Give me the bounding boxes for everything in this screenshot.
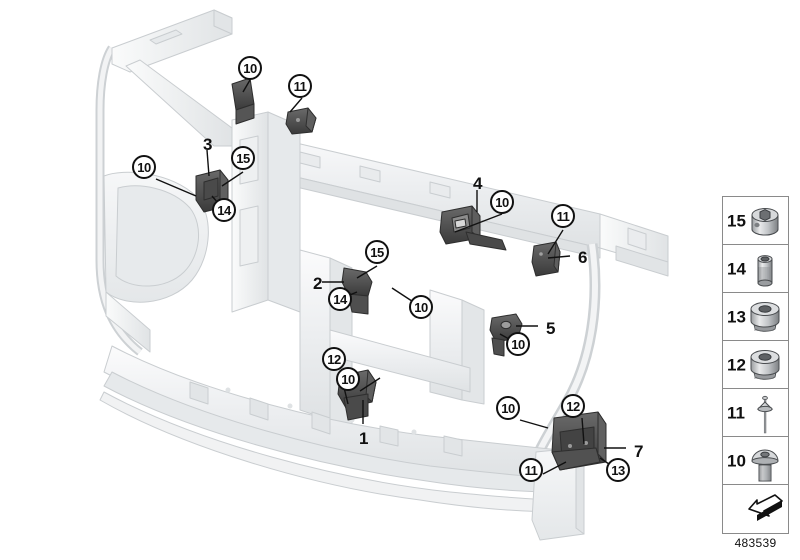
leader-line xyxy=(547,255,571,259)
callout-12[interactable]: 12 xyxy=(322,347,346,371)
legend-icon-cell xyxy=(744,245,786,292)
legend-number: 11 xyxy=(727,403,745,422)
leader-line xyxy=(542,461,567,475)
legend-row-14: 14 xyxy=(723,245,788,293)
legend-icon-cell xyxy=(744,485,786,533)
callout-5[interactable]: 5 xyxy=(546,319,556,338)
leader-line xyxy=(581,417,585,445)
callout-6[interactable]: 6 xyxy=(578,248,588,267)
legend-number: 14 xyxy=(727,259,746,278)
leader-line xyxy=(221,171,244,187)
leader-line xyxy=(454,213,503,233)
callout-13[interactable]: 13 xyxy=(606,458,630,482)
callout-10[interactable]: 10 xyxy=(409,295,433,319)
callout-2[interactable]: 2 xyxy=(313,274,323,293)
callout-4[interactable]: 4 xyxy=(473,174,483,193)
diagram-part-number: 483539 xyxy=(734,536,777,550)
legend-number: 12 xyxy=(727,355,746,374)
leader-line xyxy=(519,419,549,429)
leader-line xyxy=(547,229,564,255)
leader-line xyxy=(356,265,378,279)
knurled-insert-nut-icon xyxy=(757,254,773,286)
callout-15[interactable]: 15 xyxy=(231,146,255,170)
legend-row-10: 10 xyxy=(723,437,788,485)
callout-10[interactable]: 10 xyxy=(490,190,514,214)
leader-line xyxy=(206,149,210,177)
legend-row-15: 15 xyxy=(723,197,788,245)
callout-11[interactable]: 11 xyxy=(288,74,312,98)
leader-line xyxy=(242,79,251,93)
legend-number: 15 xyxy=(727,211,746,230)
callout-7[interactable]: 7 xyxy=(634,442,644,461)
legend-number: 13 xyxy=(727,307,746,326)
callout-10[interactable]: 10 xyxy=(336,367,360,391)
callout-3[interactable]: 3 xyxy=(203,135,213,154)
legend-row-13: 13 xyxy=(723,293,788,341)
callout-10[interactable]: 10 xyxy=(132,155,156,179)
legend-icon-cell xyxy=(744,389,786,436)
knurled-socket-nut-large-icon xyxy=(750,301,780,332)
fastener-legend: 15 14 13 12 11 10 xyxy=(722,196,789,534)
legend-icon-cell xyxy=(744,437,786,484)
callout-14[interactable]: 14 xyxy=(212,198,236,222)
callout-10[interactable]: 10 xyxy=(238,56,262,80)
legend-icon-cell xyxy=(744,341,786,388)
callout-10[interactable]: 10 xyxy=(496,396,520,420)
legend-row-arrow xyxy=(723,485,788,533)
legend-icon-cell xyxy=(744,197,786,244)
legend-icon-cell xyxy=(744,293,786,340)
callout-15[interactable]: 15 xyxy=(365,240,389,264)
legend-row-11: 11 xyxy=(723,389,788,437)
callout-11[interactable]: 11 xyxy=(551,204,575,228)
legend-number: 10 xyxy=(727,451,746,470)
legend-row-12: 12 xyxy=(723,341,788,389)
callout-10[interactable]: 10 xyxy=(506,332,530,356)
hex-socket-cap-icon xyxy=(751,207,779,235)
callout-12[interactable]: 12 xyxy=(561,394,585,418)
blind-rivet-icon xyxy=(756,395,774,433)
callout-1[interactable]: 1 xyxy=(359,429,369,448)
callout-11[interactable]: 11 xyxy=(519,458,543,482)
leader-line xyxy=(289,97,303,113)
knurled-socket-nut-icon xyxy=(750,349,780,380)
callout-14[interactable]: 14 xyxy=(328,287,352,311)
leader-line xyxy=(155,178,197,197)
direction-arrow-icon xyxy=(748,494,783,521)
leader-line xyxy=(359,377,381,392)
pan-head-torx-screw-icon xyxy=(751,449,779,481)
